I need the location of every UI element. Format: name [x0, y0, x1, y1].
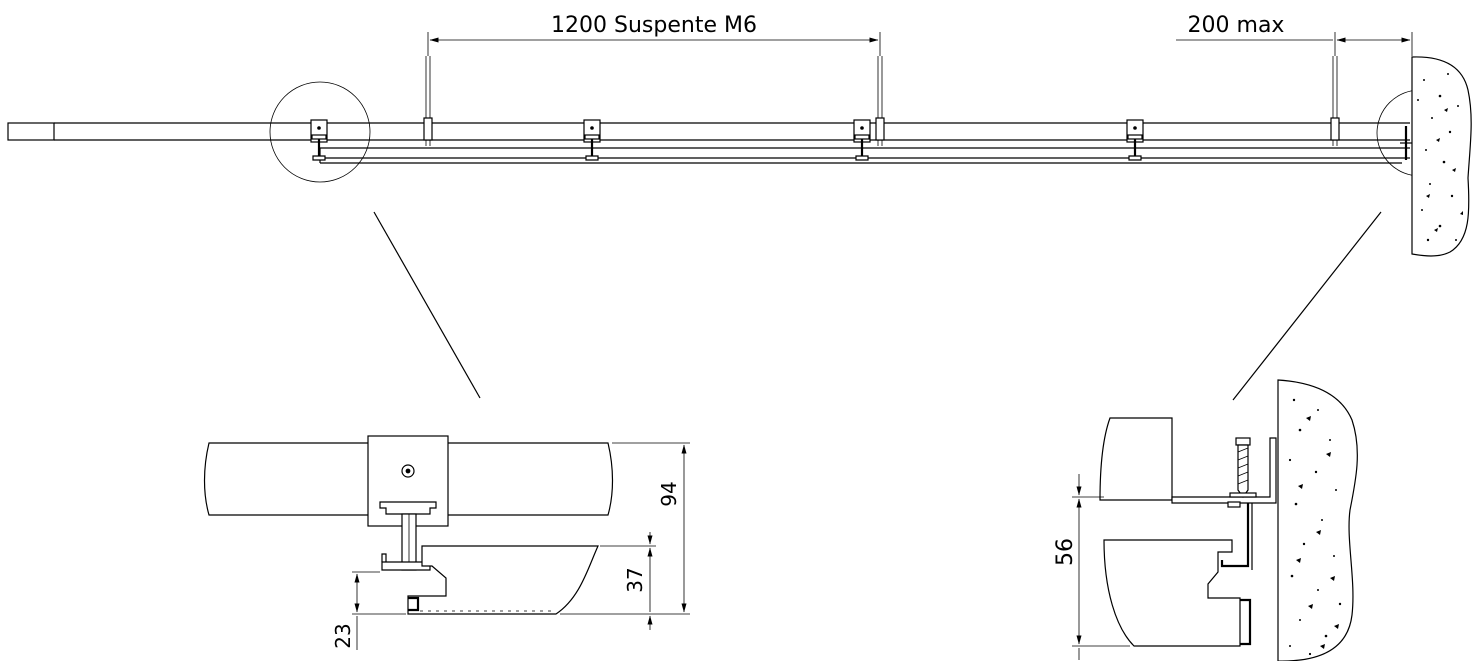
- dimension-37-label: 37: [623, 567, 647, 592]
- lower-panel-section: [1103, 539, 1241, 647]
- dimension-23: 23: [331, 571, 406, 650]
- detail-circle-left: [269, 81, 371, 183]
- hanger-clip: [852, 118, 872, 162]
- hanger-clip: [582, 118, 602, 162]
- wall-angle: [1171, 437, 1277, 504]
- rail-end-cap: [7, 122, 55, 141]
- dimension-94-label: 94: [657, 481, 681, 506]
- threaded-rod-m6: [875, 55, 885, 147]
- dimension-spacing: 1200 Suspente M6: [427, 13, 881, 56]
- dimension-56-label: 56: [1053, 538, 1078, 566]
- hanger-clip: [309, 118, 329, 162]
- dimension-edge-label: 200 max: [1188, 13, 1285, 38]
- detail-right: 56: [1053, 379, 1358, 661]
- dimension-56: 56: [1053, 474, 1130, 660]
- dimension-spacing-label: 1200 Suspente M6: [551, 13, 757, 38]
- main-rail: [54, 122, 1410, 141]
- concrete-wall-top: [1400, 56, 1472, 257]
- dimension-23-label: 23: [331, 623, 355, 648]
- hanger-clip: [1125, 118, 1145, 162]
- threaded-rod-m6: [423, 55, 433, 147]
- leader-line-right: [1232, 211, 1382, 401]
- upper-panel-section: [1099, 417, 1173, 501]
- dimension-94: 94: [560, 442, 690, 615]
- concrete-wall-detail: [1277, 379, 1358, 661]
- wall-screw: [1229, 437, 1257, 499]
- detail-left: 94 37 23: [203, 435, 690, 650]
- dimension-edge: 200 max: [1176, 13, 1413, 56]
- overview-elevation: 1200 Suspente M6 200 max: [7, 13, 1472, 401]
- leader-line-left: [373, 211, 481, 399]
- ceiling-panel-edge: [407, 545, 599, 615]
- threaded-rod-m6: [1330, 55, 1340, 147]
- dimension-37: 37: [600, 532, 656, 630]
